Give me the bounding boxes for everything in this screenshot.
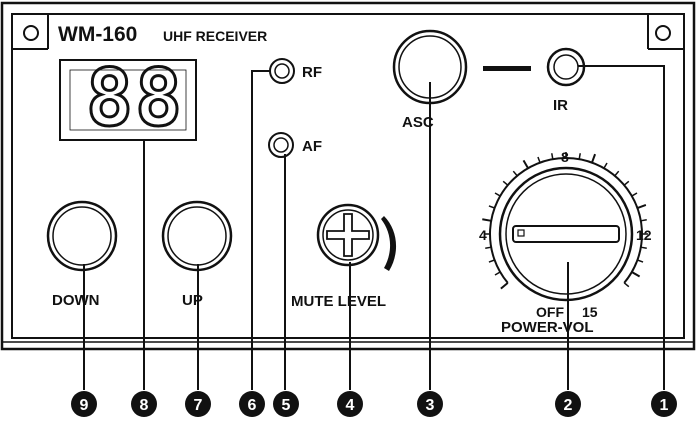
ir-window bbox=[483, 66, 531, 71]
svg-text:1: 1 bbox=[660, 397, 669, 414]
power-vol-label: POWER-VOL bbox=[501, 319, 594, 336]
channel-display: 88 bbox=[59, 53, 197, 146]
leader-lines bbox=[83, 65, 665, 390]
display-digits: 88 bbox=[86, 54, 184, 144]
rf-led bbox=[269, 58, 295, 84]
ir-label: IR bbox=[553, 97, 568, 114]
callout-2: 2 bbox=[555, 391, 581, 417]
dial-tick bbox=[551, 153, 554, 160]
callout-7: 7 bbox=[185, 391, 211, 417]
svg-text:4: 4 bbox=[346, 397, 355, 414]
power-vol-dial[interactable] bbox=[482, 152, 648, 302]
dial-tick bbox=[537, 156, 541, 163]
dial-tick bbox=[488, 205, 495, 209]
dial-tick bbox=[502, 180, 509, 186]
af-label: AF bbox=[302, 138, 322, 155]
mute-level-label: MUTE LEVEL bbox=[291, 293, 386, 310]
dial-tick bbox=[522, 159, 529, 169]
svg-text:6: 6 bbox=[248, 397, 257, 414]
dial-tick bbox=[637, 203, 647, 209]
svg-text:3: 3 bbox=[426, 397, 435, 414]
asc-button[interactable] bbox=[392, 29, 468, 105]
up-button[interactable] bbox=[161, 200, 233, 272]
dial-mark-15: 15 bbox=[582, 304, 598, 320]
callout-8: 8 bbox=[131, 391, 157, 417]
dial-tick bbox=[637, 259, 644, 263]
dial-mark-12: 12 bbox=[636, 227, 652, 243]
dial-mark-8: 8 bbox=[561, 149, 569, 165]
dial-tick bbox=[494, 271, 501, 276]
dial-tick bbox=[512, 170, 518, 177]
af-led bbox=[268, 132, 294, 158]
callout-4: 4 bbox=[337, 391, 363, 417]
callout-3: 3 bbox=[417, 391, 443, 417]
svg-text:5: 5 bbox=[282, 397, 291, 414]
dial-tick bbox=[623, 180, 630, 186]
dial-tick bbox=[488, 259, 495, 263]
dial-tick bbox=[631, 192, 638, 197]
dial-tick bbox=[631, 271, 641, 278]
asc-label: ASC bbox=[402, 114, 434, 131]
svg-text:7: 7 bbox=[194, 397, 203, 414]
mute-level-trimmer[interactable] bbox=[316, 203, 380, 267]
down-label: DOWN bbox=[52, 292, 100, 309]
mounting-hole-right bbox=[655, 25, 671, 41]
svg-text:8: 8 bbox=[140, 397, 149, 414]
svg-text:9: 9 bbox=[80, 397, 89, 414]
dial-tick bbox=[591, 153, 597, 163]
dial-tick bbox=[494, 192, 501, 197]
svg-text:2: 2 bbox=[564, 397, 573, 414]
callout-1: 1 bbox=[651, 391, 677, 417]
mounting-hole-left bbox=[23, 25, 39, 41]
dial-tick bbox=[640, 219, 647, 222]
dial-mark-off: OFF bbox=[536, 304, 564, 320]
dial-tick bbox=[482, 218, 492, 222]
dial-tick bbox=[640, 246, 647, 249]
callout-9: 9 bbox=[71, 391, 97, 417]
dial-tick bbox=[603, 162, 608, 169]
dial-scale bbox=[482, 152, 648, 290]
mute-level-arrow bbox=[381, 216, 397, 271]
rf-label: RF bbox=[302, 64, 322, 81]
dial-tick bbox=[614, 170, 620, 177]
callout-5: 5 bbox=[273, 391, 299, 417]
model-subtitle: UHF RECEIVER bbox=[163, 28, 267, 44]
dial-mark-4: 4 bbox=[479, 227, 487, 243]
callout-6: 6 bbox=[239, 391, 265, 417]
dial-tick bbox=[578, 153, 581, 160]
dial-tick bbox=[485, 246, 492, 249]
down-button[interactable] bbox=[46, 200, 118, 272]
model-name: WM-160 bbox=[58, 23, 137, 46]
dial-tick bbox=[500, 282, 509, 290]
chassis bbox=[0, 1, 696, 351]
up-label: UP bbox=[182, 292, 203, 309]
dial-tick bbox=[623, 282, 630, 288]
